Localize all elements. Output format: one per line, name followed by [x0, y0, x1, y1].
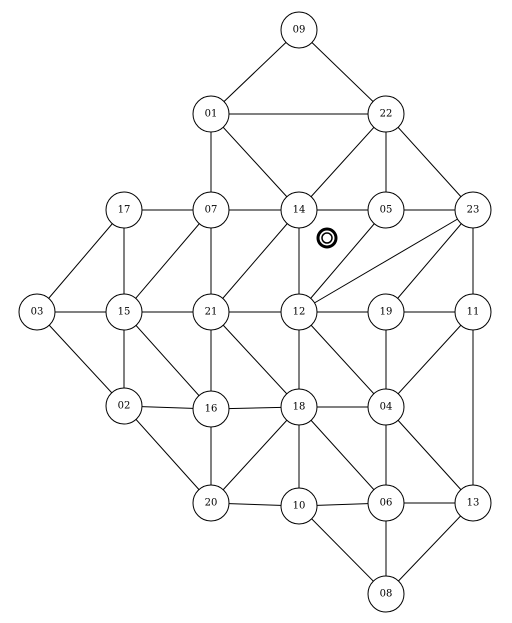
node-07: 07 — [192, 191, 230, 229]
node-label: 06 — [380, 498, 393, 509]
edge-07-15 — [123, 209, 212, 313]
node-05: 05 — [367, 191, 405, 229]
node-03: 03 — [18, 293, 56, 331]
edge-18-20 — [210, 406, 300, 504]
node-label: 14 — [293, 205, 306, 216]
node-label: 21 — [205, 307, 218, 318]
node-circle — [105, 191, 143, 229]
node-08: 08 — [367, 575, 405, 613]
node-label: 02 — [118, 401, 131, 412]
node-circle — [192, 191, 230, 229]
edge-22-14 — [298, 113, 387, 211]
node-label: 08 — [380, 589, 393, 600]
edge-17-03 — [36, 209, 125, 313]
edge-23-12 — [298, 209, 474, 313]
node-circle — [192, 293, 230, 331]
node-label: 16 — [205, 404, 218, 415]
edge-22-23 — [385, 113, 474, 211]
node-label: 19 — [380, 307, 393, 318]
node-circle — [105, 387, 143, 425]
node-16: 16 — [192, 390, 230, 428]
edge-09-22 — [298, 29, 387, 115]
node-label: 09 — [293, 25, 306, 36]
edge-23-19 — [385, 209, 474, 313]
node-label: 17 — [118, 205, 131, 216]
node-label: 15 — [118, 307, 131, 318]
node-06: 06 — [367, 484, 405, 522]
node-label: 10 — [293, 501, 306, 512]
node-19: 19 — [367, 293, 405, 331]
edge-04-13 — [385, 406, 474, 504]
node-04: 04 — [367, 388, 405, 426]
node-label: 11 — [467, 307, 480, 318]
node-20: 20 — [192, 484, 230, 522]
node-circle — [192, 484, 230, 522]
node-circle — [280, 293, 318, 331]
node-12: 12 — [280, 293, 318, 331]
node-17: 17 — [105, 191, 143, 229]
node-circle — [367, 191, 405, 229]
edge-11-04 — [385, 311, 474, 408]
node-label: 05 — [380, 205, 393, 216]
node-label: 22 — [380, 109, 393, 120]
edge-12-04 — [298, 311, 387, 408]
node-10: 10 — [280, 487, 318, 525]
node-circle — [367, 484, 405, 522]
node-label: 18 — [293, 402, 306, 413]
node-label: 07 — [205, 205, 218, 216]
edge-15-16 — [123, 311, 212, 410]
node-11: 11 — [454, 293, 492, 331]
node-circle — [280, 11, 318, 49]
node-label: 03 — [31, 307, 44, 318]
edge-13-08 — [385, 502, 474, 595]
cursor-marker — [316, 227, 338, 249]
node-circle — [367, 388, 405, 426]
node-02: 02 — [105, 387, 143, 425]
edge-18-06 — [298, 406, 387, 504]
edge-01-14 — [210, 113, 300, 211]
node-circle — [192, 95, 230, 133]
node-label: 12 — [293, 307, 306, 318]
node-circle — [454, 191, 492, 229]
node-circle — [105, 293, 143, 331]
node-23: 23 — [454, 191, 492, 229]
edge-03-02 — [36, 311, 125, 407]
node-circle — [192, 390, 230, 428]
node-label: 20 — [205, 498, 218, 509]
edge-09-01 — [210, 29, 300, 115]
node-09: 09 — [280, 11, 318, 49]
node-circle — [454, 293, 492, 331]
node-18: 18 — [280, 388, 318, 426]
node-label: 04 — [380, 402, 393, 413]
node-circle — [280, 388, 318, 426]
node-14: 14 — [280, 191, 318, 229]
edge-02-20 — [123, 405, 212, 504]
edge-21-18 — [210, 311, 300, 408]
node-circle — [18, 293, 56, 331]
node-label: 23 — [467, 205, 480, 216]
edge-layer — [36, 29, 474, 595]
node-01: 01 — [192, 95, 230, 133]
edge-14-21 — [210, 209, 300, 313]
edge-10-08 — [298, 505, 387, 595]
node-21: 21 — [192, 293, 230, 331]
node-circle — [280, 191, 318, 229]
node-layer: 09 01 22 17 07 14 05 23 03 15 21 12 19 11 02 16 18 04 20 10… — [18, 11, 492, 613]
node-15: 15 — [105, 293, 143, 331]
node-circle — [454, 484, 492, 522]
edge-05-12 — [298, 209, 387, 313]
node-label: 13 — [467, 498, 480, 509]
node-circle — [367, 95, 405, 133]
node-circle — [367, 575, 405, 613]
node-22: 22 — [367, 95, 405, 133]
node-circle — [280, 487, 318, 525]
node-label: 01 — [205, 109, 218, 120]
node-circle — [367, 293, 405, 331]
node-13: 13 — [454, 484, 492, 522]
